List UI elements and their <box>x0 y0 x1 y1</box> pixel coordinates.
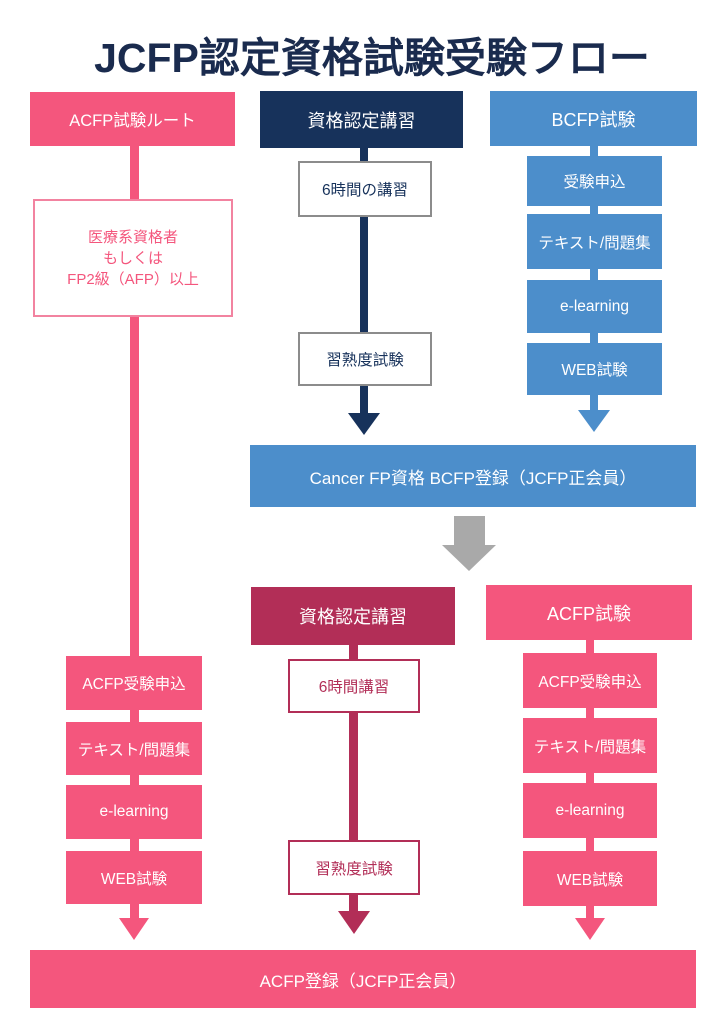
middle-top-header: 資格認定講習 <box>260 91 463 148</box>
middle-bottom-header: 資格認定講習 <box>251 587 455 645</box>
right-top-header: BCFP試験 <box>490 91 697 146</box>
page-title: JCFP認定資格試験受験フロー <box>94 35 650 81</box>
left-step-apply: ACFP受験申込 <box>66 656 202 710</box>
left-step-text: テキスト/問題集 <box>66 722 202 775</box>
right-bottom-step-text: テキスト/問題集 <box>523 718 657 773</box>
acfp-registration-bar: ACFP登録（JCFP正会員） <box>30 950 696 1008</box>
bcfp-registration-bar: Cancer FP資格 BCFP登録（JCFP正会員） <box>250 445 696 507</box>
left-route-header: ACFP試験ルート <box>30 92 235 146</box>
middle-bottom-step-test: 習熟度試験 <box>288 840 420 895</box>
left-step-web: WEB試験 <box>66 851 202 904</box>
condition-line-2: もしくは <box>102 249 163 267</box>
middle-top-flow-line <box>360 148 368 413</box>
left-flow-line <box>130 146 139 918</box>
right-bottom-step-web: WEB試験 <box>523 851 657 906</box>
right-bottom-step-apply: ACFP受験申込 <box>523 653 657 708</box>
middle-bottom-step-lecture: 6時間講習 <box>288 659 420 713</box>
right-top-flow-line <box>590 146 598 410</box>
middle-bottom-flow-line <box>349 645 358 911</box>
left-step-elearning: e-learning <box>66 785 202 839</box>
right-top-step-text: テキスト/問題集 <box>527 214 662 269</box>
left-condition-box: 医療系資格者 もしくは FP2級（AFP）以上 <box>33 199 233 317</box>
right-bottom-flow-line <box>586 640 594 918</box>
right-bottom-arrow-down-icon <box>575 918 605 940</box>
right-bottom-header: ACFP試験 <box>486 585 692 640</box>
right-top-step-elearning: e-learning <box>527 280 662 333</box>
middle-top-arrow-down-icon <box>348 413 380 435</box>
right-top-step-apply: 受験申込 <box>527 156 662 206</box>
middle-top-step-lecture: 6時間の講習 <box>298 161 432 217</box>
gray-arrow-body <box>454 516 485 545</box>
left-arrow-down-icon <box>119 918 149 940</box>
condition-line-3: FP2級（AFP）以上 <box>67 270 199 288</box>
middle-top-step-test: 習熟度試験 <box>298 332 432 386</box>
right-bottom-step-elearning: e-learning <box>523 783 657 838</box>
right-top-arrow-down-icon <box>578 410 610 432</box>
right-top-step-web: WEB試験 <box>527 343 662 395</box>
condition-line-1: 医療系資格者 <box>87 228 178 246</box>
gray-arrow-down-icon <box>442 545 496 571</box>
middle-bottom-arrow-down-icon <box>338 911 370 934</box>
